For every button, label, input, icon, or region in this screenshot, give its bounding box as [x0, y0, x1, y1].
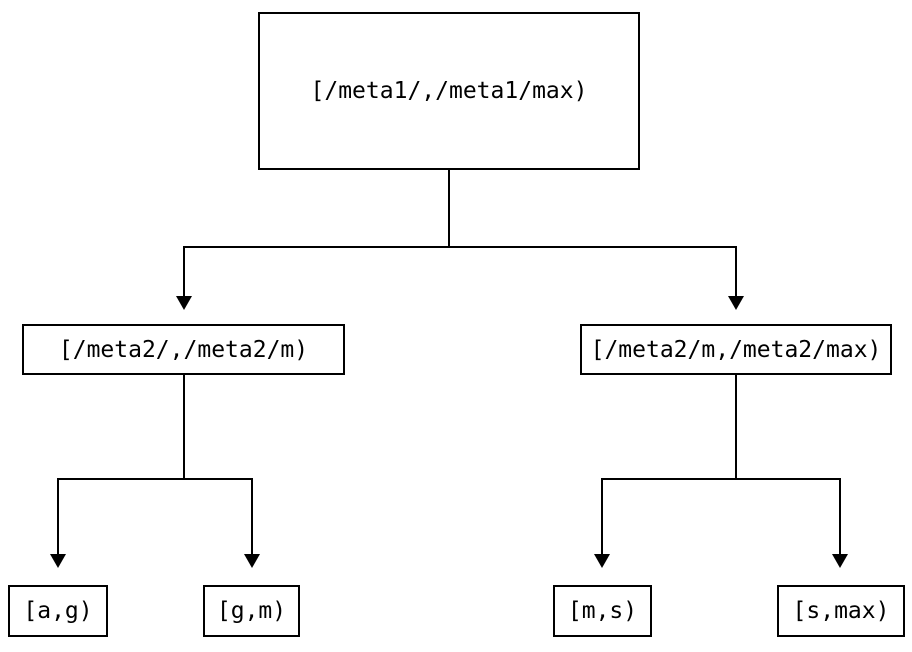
arrowhead-leaf-m-s-icon: [594, 554, 610, 568]
connector-drop-leaf-s-max: [839, 478, 841, 554]
node-leaf-m-s: [m,s): [553, 585, 652, 637]
node-leaf-m-s-label: [m,s): [567, 598, 638, 624]
arrowhead-leaf-g-m-icon: [244, 554, 260, 568]
node-leaf-g-m: [g,m): [203, 585, 300, 637]
node-meta2-low-label: [/meta2/,/meta2/m): [58, 336, 309, 363]
arrowhead-leaf-a-g-icon: [50, 554, 66, 568]
connector-drop-leaf-m-s: [601, 478, 603, 554]
node-meta2-low: [/meta2/,/meta2/m): [22, 324, 345, 375]
connector-root-stem: [448, 170, 450, 248]
node-leaf-s-max-label: [s,max): [792, 598, 890, 624]
connector-drop-meta2-low: [183, 246, 185, 296]
arrowhead-meta2-low-icon: [176, 296, 192, 310]
node-leaf-g-m-label: [g,m): [216, 598, 287, 624]
connector-drop-leaf-a-g: [57, 478, 59, 554]
node-meta2-high-label: [/meta2/m,/meta2/max): [590, 336, 882, 363]
node-leaf-a-g: [a,g): [8, 585, 108, 637]
connector-meta2-high-crossbar: [601, 478, 841, 480]
arrowhead-meta2-high-icon: [728, 296, 744, 310]
connector-meta2-low-crossbar: [57, 478, 253, 480]
connector-root-crossbar: [183, 246, 737, 248]
connector-drop-meta2-high: [735, 246, 737, 296]
node-root: [/meta1/,/meta1/max): [258, 12, 640, 170]
connector-meta2-high-stem: [735, 375, 737, 480]
node-meta2-high: [/meta2/m,/meta2/max): [580, 324, 892, 375]
arrowhead-leaf-s-max-icon: [832, 554, 848, 568]
node-root-label: [/meta1/,/meta1/max): [310, 78, 588, 104]
connector-drop-leaf-g-m: [251, 478, 253, 554]
node-leaf-s-max: [s,max): [777, 585, 905, 637]
node-leaf-a-g-label: [a,g): [23, 598, 93, 624]
connector-meta2-low-stem: [183, 375, 185, 480]
